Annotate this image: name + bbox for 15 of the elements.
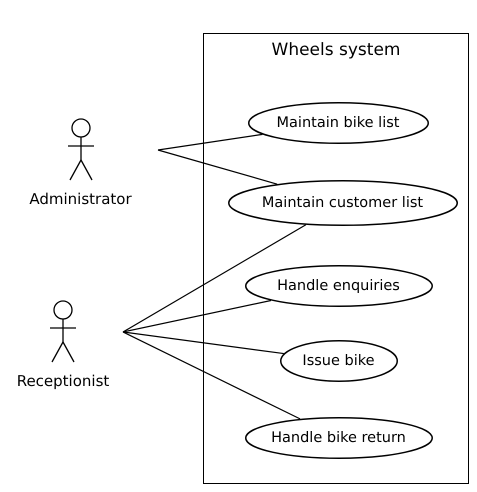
association-line bbox=[122, 300, 272, 333]
use-case-label: Handle bike return bbox=[271, 430, 406, 446]
actor-name: Administrator bbox=[29, 190, 132, 208]
association-line bbox=[158, 149, 278, 185]
use-case-label: Handle enquiries bbox=[277, 278, 400, 294]
association-line bbox=[122, 331, 284, 354]
use-case-label: Maintain bike list bbox=[276, 114, 400, 130]
association-line bbox=[158, 134, 263, 151]
use-case-label: Maintain customer list bbox=[262, 194, 424, 210]
actor-name: Receptionist bbox=[16, 372, 110, 390]
use-case-label: Issue bike bbox=[302, 352, 375, 368]
association-line bbox=[122, 224, 306, 333]
system-boundary bbox=[203, 33, 469, 484]
association-line bbox=[122, 331, 300, 420]
system-title: Wheels system bbox=[270, 40, 402, 60]
